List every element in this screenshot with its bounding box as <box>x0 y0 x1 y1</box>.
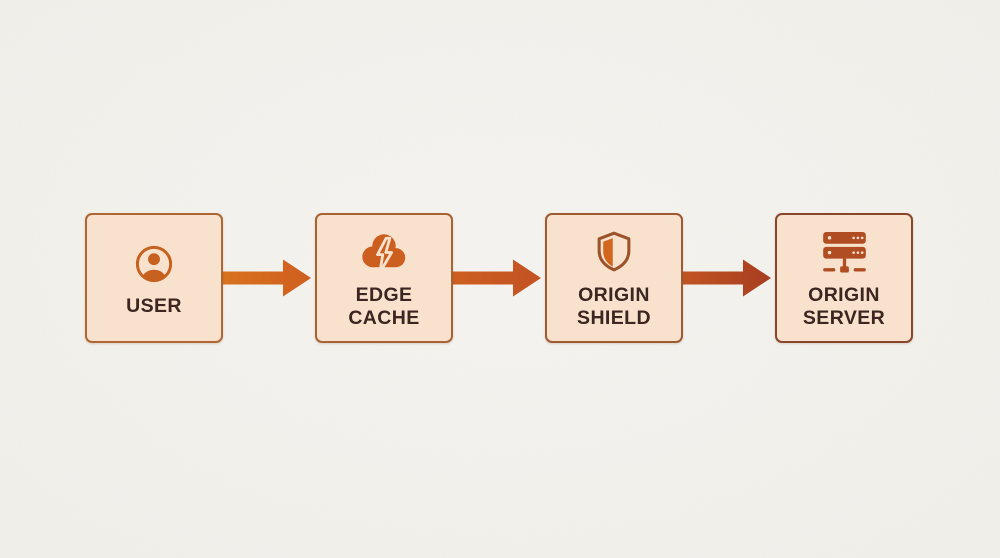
node-label-line: SHIELD <box>577 306 651 329</box>
node-label-line: CACHE <box>348 306 420 329</box>
node-label-line: EDGE <box>355 283 413 306</box>
node-label-line: ORIGIN <box>578 283 650 306</box>
cdn-flow-diagram: USER EDGE CACHE <box>85 213 913 343</box>
node-label: EDGE CACHE <box>348 284 419 330</box>
node-edge-cache: EDGE CACHE <box>315 213 453 343</box>
arrow-user-to-edge-cache <box>223 259 311 297</box>
node-label: USER <box>126 295 182 318</box>
user-icon <box>133 238 175 290</box>
node-label: ORIGIN SHIELD <box>577 284 651 330</box>
arrow-edge-cache-to-origin-shield <box>453 259 541 297</box>
node-user: USER <box>85 213 223 343</box>
node-label-line: SERVER <box>802 306 886 329</box>
arrow-origin-shield-to-origin-server <box>683 259 771 297</box>
node-origin-server: ORIGIN SERVER <box>775 213 913 343</box>
node-origin-shield: ORIGIN SHIELD <box>545 213 683 343</box>
node-label-line: ORIGIN <box>808 283 880 306</box>
shield-icon <box>594 227 634 279</box>
node-label: ORIGIN SERVER <box>803 284 885 330</box>
cloud-lightning-icon <box>358 227 410 279</box>
node-label-line: USER <box>126 295 182 317</box>
server-icon <box>820 227 869 279</box>
